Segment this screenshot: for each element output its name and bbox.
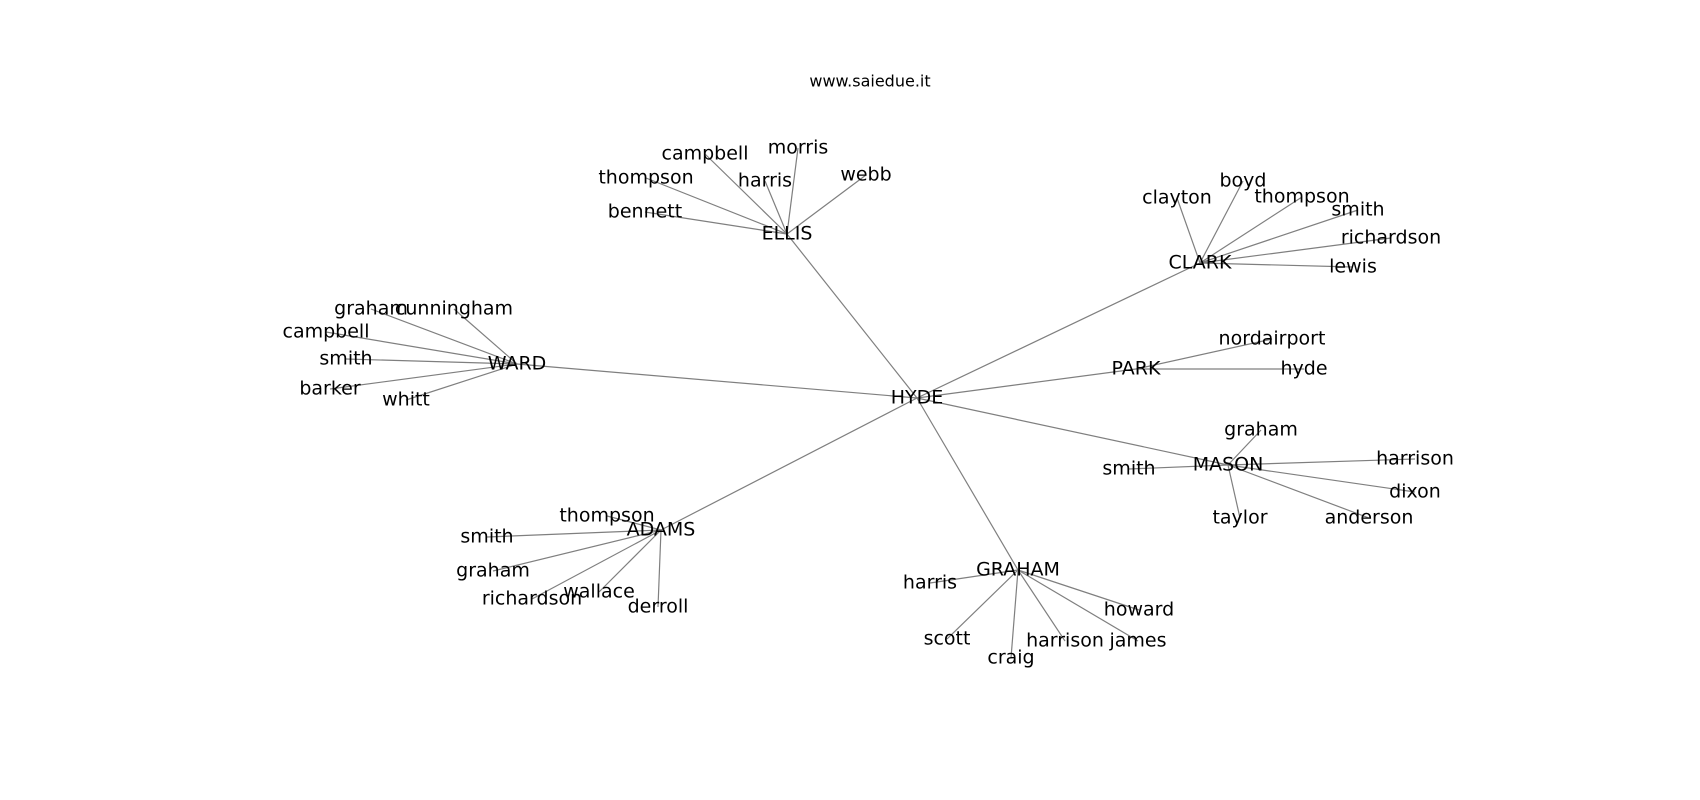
node-group-adams: ADAMS [627,519,696,541]
node-leaf-graham-harris: harris [903,572,957,594]
node-leaf-adams-richardson: richardson [482,588,582,610]
node-leaf-ward-smith: smith [319,348,372,370]
edge-clark-richardson [1199,237,1392,264]
edge-root-ward [516,363,918,399]
node-leaf-ellis-webb: webb [840,164,891,186]
edge-adams-richardson [531,529,662,600]
node-leaf-ward-cunningham: cunningham [395,298,513,320]
node-leaf-park-nordairport: nordairport [1219,328,1326,350]
edge-ward-graham [370,308,518,365]
edge-mason-harrison [1227,458,1416,466]
node-leaf-graham-howard: howard [1104,599,1174,621]
node-leaf-adams-graham: graham [456,560,530,582]
node-leaf-clark-clayton: clayton [1142,187,1212,209]
edge-ward-cunningham [453,308,518,365]
labels-layer: HYDE ELLIS campbell morris thompson harris web… [283,137,1454,669]
edge-ellis-campbell [704,153,788,235]
node-leaf-ellis-bennett: bennett [608,201,682,223]
edge-adams-derroll [657,529,662,608]
node-leaf-ward-graham: graham [334,298,408,320]
edge-clark-boyd [1199,180,1244,264]
edge-adams-graham [492,529,662,572]
node-leaf-graham-scott: scott [924,628,971,650]
edge-graham-harris [929,569,1019,584]
edge-ward-whitt [405,363,518,401]
node-leaf-mason-smith: smith [1102,458,1155,480]
node-leaf-adams-smith: smith [460,526,513,548]
node-leaf-adams-wallace: wallace [563,581,635,603]
edges-layer [325,147,1416,659]
node-leaf-mason-graham: graham [1224,419,1298,441]
node-leaf-graham-james: james [1108,630,1166,652]
edge-ellis-bennett [644,211,788,235]
edge-ellis-thompson [645,177,788,235]
edge-root-mason [916,397,1229,466]
node-leaf-mason-taylor: taylor [1212,507,1267,529]
node-group-park: PARK [1112,358,1161,380]
node-leaf-ellis-campbell: campbell [662,143,749,165]
edge-adams-smith [486,529,662,538]
edge-ward-campbell [325,331,518,365]
node-leaf-clark-thompson: thompson [1254,186,1349,208]
edge-root-clark [916,262,1201,399]
edge-graham-harrison [1017,569,1066,642]
edge-ward-barker [329,363,518,390]
node-group-ellis: ELLIS [762,223,813,245]
node-group-ward: WARD [488,353,547,375]
edge-graham-craig [1010,569,1019,659]
page-title: www.saiedue.it [809,72,930,91]
edge-root-graham [916,397,1019,571]
node-leaf-ellis-harris: harris [738,170,792,192]
edge-graham-james [1017,569,1139,642]
edge-mason-graham [1227,429,1262,466]
edge-root-adams [660,397,918,531]
node-leaf-ward-whitt: whitt [382,389,430,411]
edge-ellis-morris [786,147,799,235]
node-leaf-graham-craig: craig [987,647,1034,669]
edge-mason-anderson [1227,464,1370,519]
edge-graham-howard [1017,569,1140,611]
node-leaf-ward-campbell: campbell [283,321,370,343]
node-leaf-park-hyde: hyde [1280,358,1327,380]
node-group-graham: GRAHAM [976,559,1060,581]
edge-mason-taylor [1227,464,1241,519]
node-leaf-clark-richardson: richardson [1341,227,1441,249]
node-leaf-graham-harrison: harrison [1026,630,1104,652]
edge-clark-smith [1199,209,1359,264]
edge-mason-dixon [1227,464,1416,493]
edge-clark-clayton [1176,197,1201,264]
edge-ellis-webb [786,174,867,235]
edge-ellis-harris [764,180,788,235]
node-group-clark: CLARK [1169,252,1232,274]
node-group-mason: MASON [1193,454,1264,476]
node-leaf-mason-dixon: dixon [1389,481,1441,503]
node-leaf-clark-smith: smith [1331,199,1384,221]
node-leaf-clark-lewis: lewis [1329,256,1377,278]
node-leaf-adams-thompson: thompson [559,505,654,527]
edge-adams-thompson [606,515,662,531]
node-leaf-ellis-thompson: thompson [598,167,693,189]
node-leaf-mason-harrison: harrison [1376,448,1454,470]
edge-adams-wallace [598,529,662,593]
node-leaf-ward-barker: barker [299,378,361,400]
edge-ward-smith [345,358,518,365]
edge-graham-scott [946,569,1019,640]
node-leaf-ellis-morris: morris [768,137,829,159]
node-leaf-clark-boyd: boyd [1220,170,1267,192]
node-root: HYDE [891,387,944,409]
node-leaf-adams-derroll: derroll [628,596,689,618]
edge-mason-smith [1128,464,1229,470]
edge-clark-lewis [1199,262,1354,268]
edge-root-ellis [786,233,918,399]
edge-park-nordairport [1135,338,1273,370]
edge-clark-thompson [1199,196,1303,264]
node-leaf-mason-anderson: anderson [1325,507,1414,529]
edge-root-park [916,368,1137,399]
